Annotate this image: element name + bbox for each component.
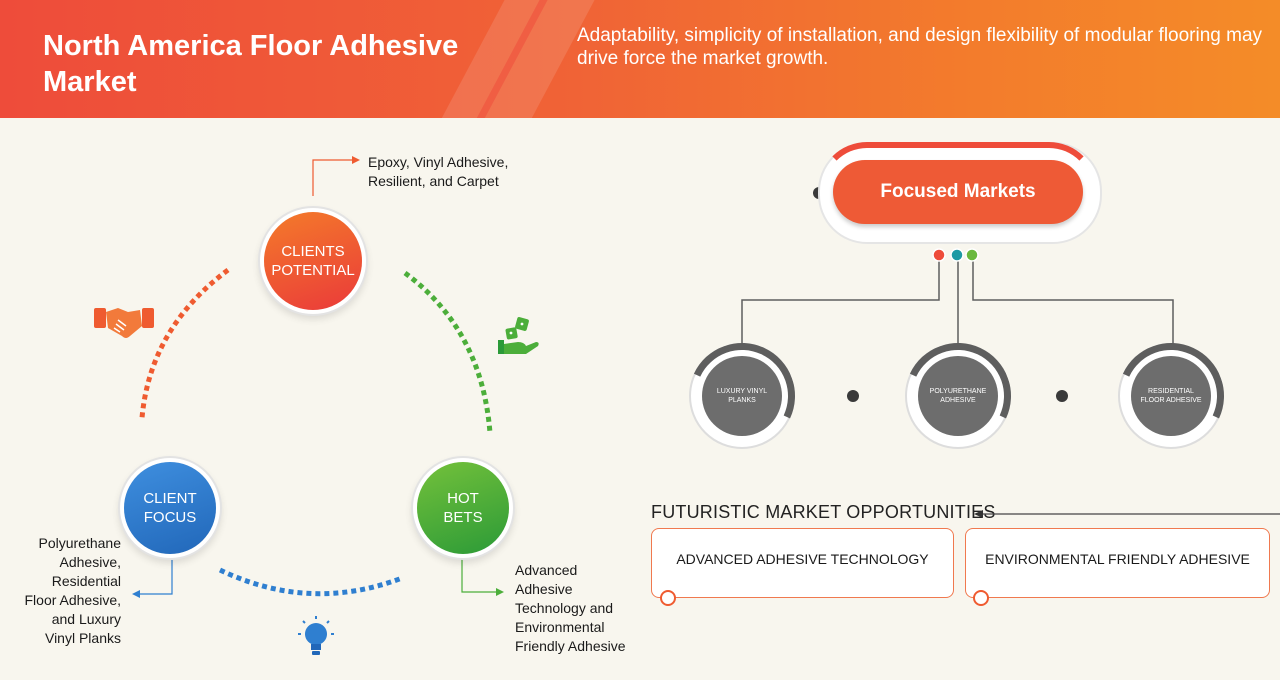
connector-residential <box>972 254 1174 345</box>
annotation-line: Technology and <box>515 600 614 616</box>
annotation-line: Environmental <box>515 619 605 635</box>
annotation-line: Residential <box>51 573 121 589</box>
client-focus-label-1: CLIENT <box>143 490 197 507</box>
opportunity-dot <box>660 590 676 606</box>
clients-potential-circle: CLIENTS POTENTIAL <box>264 212 362 310</box>
connector-clients-potential <box>312 159 352 196</box>
client-focus-circle: CLIENT FOCUS <box>124 462 216 554</box>
dashed-arc-right <box>403 270 493 434</box>
opportunity-card: ADVANCED ADHESIVE TECHNOLOGY <box>651 528 954 598</box>
opportunity-card: ENVIRONMENTAL FRIENDLY ADHESIVE <box>965 528 1270 598</box>
annotation-line: Epoxy, Vinyl Adhesive, <box>368 154 509 170</box>
dashed-arc-left <box>139 267 230 419</box>
hot-bets-label-2: BETS <box>443 509 483 526</box>
client-focus-label-2: FOCUS <box>143 509 197 526</box>
market-luxury-vinyl-planks: LUXURY VINYL PLANKS <box>702 356 782 436</box>
annotation-line: Adhesive <box>515 581 573 597</box>
connector-dot-teal <box>950 248 964 262</box>
handshake-icon <box>94 308 154 338</box>
separator-dot <box>847 390 859 402</box>
lightbulb-icon <box>298 616 334 655</box>
clients-potential-label-2: POTENTIAL <box>271 262 355 279</box>
opportunities-heading: FUTURISTIC MARKET OPPORTUNITIES <box>651 502 996 522</box>
arrowhead-client-focus <box>132 590 140 598</box>
annotation-line: and Luxury <box>51 611 121 627</box>
client-focus-annotation: Polyurethane Adhesive, Residential Floor… <box>0 534 122 648</box>
dashed-arc-bottom <box>218 567 403 597</box>
header-banner: North America Floor Adhesive Market Adap… <box>0 0 1280 118</box>
connector-luxury-vinyl <box>741 254 940 345</box>
clients-potential-annotation: Epoxy, Vinyl Adhesive, Resilient, and Ca… <box>368 153 508 191</box>
annotation-line: Friendly Adhesive <box>515 638 626 654</box>
annotation-line: Adhesive, <box>59 554 121 570</box>
annotation-line: Vinyl Planks <box>44 630 121 646</box>
separator-dot <box>1056 390 1068 402</box>
annotation-line: Floor Adhesive, <box>24 592 122 608</box>
connector-dot-green <box>965 248 979 262</box>
annotation-line: Advanced <box>515 562 578 578</box>
focused-markets-title: Focused Markets <box>833 160 1083 224</box>
opportunities-arrow <box>974 510 1280 518</box>
annotation-line: Resilient, and Carpet <box>368 173 499 189</box>
clients-potential-label-1: CLIENTS <box>281 243 345 260</box>
opportunity-label: ADVANCED ADHESIVE TECHNOLOGY <box>676 551 929 567</box>
market-residential-floor-adhesive: RESIDENTIAL FLOOR ADHESIVE <box>1131 356 1211 436</box>
arrowhead-clients-potential <box>352 156 360 164</box>
focused-markets-connectors <box>741 187 1174 402</box>
hot-bets-annotation: Advanced Adhesive Technology and Environ… <box>515 561 626 656</box>
focused-markets-pill-arc <box>818 142 1098 240</box>
annotation-line: Polyurethane <box>38 535 121 551</box>
opportunity-label: ENVIRONMENTAL FRIENDLY ADHESIVE <box>985 551 1250 567</box>
market-polyurethane-adhesive: POLYURETHANE ADHESIVE <box>918 356 998 436</box>
connector-hot-bets <box>461 558 496 593</box>
opportunity-dot <box>973 590 989 606</box>
page-subtitle: Adaptability, simplicity of installation… <box>577 25 1263 69</box>
page-title: North America Floor Adhesive Market <box>43 30 459 98</box>
hot-bets-circle: HOT BETS <box>417 462 509 554</box>
connector-dot-red <box>932 248 946 262</box>
money-dice-icon <box>498 317 539 354</box>
hot-bets-label-1: HOT <box>447 490 479 507</box>
cycle-connectors <box>132 156 504 598</box>
arrowhead-hot-bets <box>496 588 504 596</box>
connector-client-focus <box>140 560 173 595</box>
